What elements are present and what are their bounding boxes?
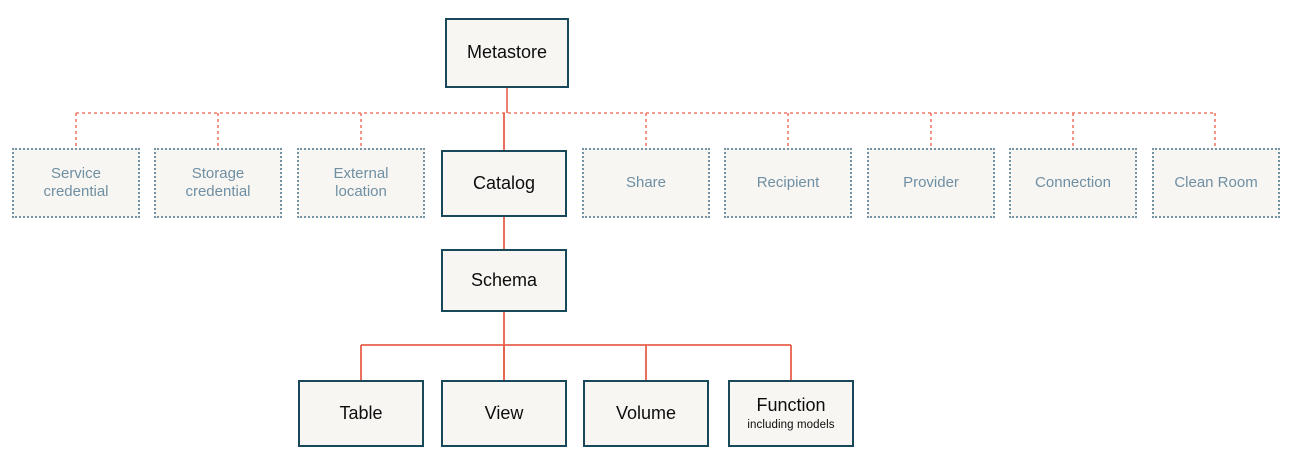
node-recipient-label: Recipient	[756, 173, 820, 191]
node-clean-room-label: Clean Room	[1174, 173, 1258, 191]
node-table[interactable]: Table	[298, 380, 424, 447]
node-schema-label: Schema	[470, 269, 538, 290]
node-service-credential[interactable]: Service credential	[12, 148, 140, 218]
node-storage-credential-label: Storage credential	[185, 164, 251, 200]
node-metastore[interactable]: Metastore	[445, 18, 569, 88]
node-external-location[interactable]: External location	[297, 148, 425, 218]
node-provider[interactable]: Provider	[867, 148, 995, 218]
node-function[interactable]: Function including models	[728, 380, 854, 447]
node-share-label: Share	[625, 173, 667, 191]
node-schema[interactable]: Schema	[441, 249, 567, 312]
node-recipient[interactable]: Recipient	[724, 148, 852, 218]
node-volume[interactable]: Volume	[583, 380, 709, 447]
node-volume-label: Volume	[615, 402, 677, 423]
node-storage-credential[interactable]: Storage credential	[154, 148, 282, 218]
node-provider-label: Provider	[903, 173, 959, 191]
node-table-label: Table	[339, 402, 383, 423]
node-metastore-label: Metastore	[466, 42, 548, 63]
node-function-label: Function	[756, 395, 826, 416]
node-catalog[interactable]: Catalog	[441, 150, 567, 217]
node-connection[interactable]: Connection	[1009, 148, 1137, 218]
node-share[interactable]: Share	[582, 148, 710, 218]
node-service-credential-label: Service credential	[43, 164, 109, 200]
node-view-label: View	[484, 402, 524, 423]
node-connection-label: Connection	[1035, 173, 1111, 191]
node-external-location-label: External location	[333, 164, 389, 200]
node-clean-room[interactable]: Clean Room	[1152, 148, 1280, 218]
node-catalog-label: Catalog	[472, 172, 536, 193]
node-function-sublabel: including models	[747, 418, 835, 431]
node-view[interactable]: View	[441, 380, 567, 447]
